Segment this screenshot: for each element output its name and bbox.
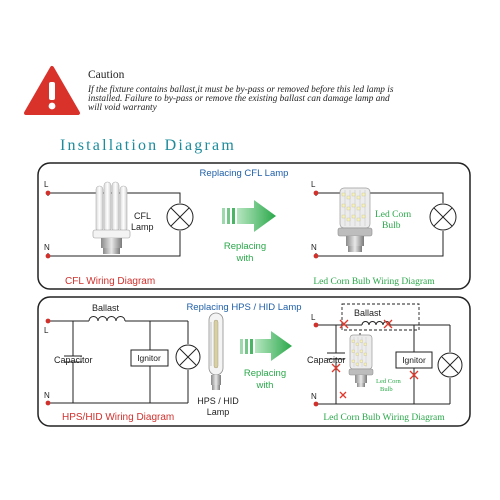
hid-replacing-arrow-icon xyxy=(240,331,292,361)
cfl-panel-header: Replacing CFL Lamp xyxy=(200,168,289,179)
cfl-replacing-label-1: Replacing xyxy=(224,241,266,252)
led-ignitor-label: Ignitor xyxy=(402,355,426,365)
hps-lamp-icon xyxy=(208,312,224,390)
caution-line-3: will void warranty xyxy=(88,103,158,113)
led-bulb-label-2: Bulb xyxy=(382,221,401,231)
hid-panel-header: Replacing HPS / HID Lamp xyxy=(186,302,301,313)
led-hid-live-terminal xyxy=(313,322,319,328)
hid-replacing-label-1: Replacing xyxy=(244,368,286,379)
led-circuit-cfl xyxy=(315,192,444,257)
hid-ignitor-box xyxy=(130,349,169,367)
led-corn-bulb-icon xyxy=(337,187,373,252)
hps-lamp-label-1: HPS / HID xyxy=(197,396,239,406)
hid-live-label: L xyxy=(44,326,49,335)
hid-ignitor-label: Ignitor xyxy=(137,353,161,363)
led-neutral-terminal xyxy=(313,253,319,259)
cfl-load-symbol-icon xyxy=(166,203,194,231)
led-bypass-circuit xyxy=(316,324,451,405)
led-small-bulb-label-2: Bulb xyxy=(380,386,393,393)
led-bulb-label-1: Led Corn xyxy=(375,210,411,220)
cfl-lamp-label-2: Lamp xyxy=(131,222,154,232)
led-hid-live-label: L xyxy=(311,313,316,322)
cfl-lamp-icon xyxy=(92,181,131,254)
led-ballast-label: Ballast xyxy=(354,308,382,318)
caution-title: Caution xyxy=(88,69,125,81)
caution-line-1: If the fixture contains ballast,it must … xyxy=(87,84,394,95)
hid-neutral-label: N xyxy=(44,391,50,400)
caution-line-2: installed. Failure to by-pass or remove … xyxy=(88,94,390,104)
led-ballast-dashed-box xyxy=(341,303,420,331)
cfl-neutral-label: N xyxy=(44,243,50,252)
hid-neutral-terminal xyxy=(45,400,51,406)
cfl-lamp-label-1: CFL xyxy=(134,211,151,221)
led-hid-load-symbol-icon xyxy=(437,352,463,378)
led-hid-right-caption: Led Corn Bulb Wiring Diagram xyxy=(323,413,445,423)
led-ballast-coil-icon xyxy=(361,321,391,326)
hid-ballast-coil-icon xyxy=(88,316,126,322)
cfl-replacing-arrow-icon xyxy=(222,200,276,232)
cfl-live-label: L xyxy=(44,180,49,189)
cfl-left-caption: CFL Wiring Diagram xyxy=(65,276,155,287)
page-title: Installation Diagram xyxy=(60,137,236,154)
hid-live-terminal xyxy=(45,318,51,324)
led-hid-neutral-label: N xyxy=(311,392,317,401)
led-hid-neutral-terminal xyxy=(313,401,319,407)
led-neutral-label: N xyxy=(311,243,317,252)
cfl-neutral-terminal xyxy=(45,253,51,259)
hid-left-caption: HPS/HID Wiring Diagram xyxy=(62,412,174,423)
hid-replacing-label-2: with xyxy=(256,380,274,391)
hid-capacitor-label: Capacitor xyxy=(54,355,93,365)
led-live-label: L xyxy=(311,180,316,189)
led-live-terminal xyxy=(313,190,319,196)
cfl-panel-frame xyxy=(37,162,471,290)
cfl-replacing-label-2: with xyxy=(236,253,254,264)
led-capacitor-label: Capacitor xyxy=(307,355,346,365)
led-ignitor-box xyxy=(395,351,433,369)
led-corn-bulb-small-icon xyxy=(348,334,374,387)
hid-load-symbol-icon xyxy=(175,344,201,370)
cfl-live-terminal xyxy=(45,190,51,196)
hid-panel-frame xyxy=(37,296,471,427)
led-load-symbol-icon xyxy=(429,203,457,231)
led-small-bulb-label-1: Led Corn xyxy=(376,378,401,385)
warning-icon xyxy=(24,66,80,115)
bypass-cut-marks-icon xyxy=(331,319,419,399)
hid-ballast-label: Ballast xyxy=(92,303,120,313)
led-right-caption: Led Corn Bulb Wiring Diagram xyxy=(313,277,435,287)
hps-lamp-label-2: Lamp xyxy=(207,407,230,417)
hid-circuit xyxy=(48,320,189,404)
